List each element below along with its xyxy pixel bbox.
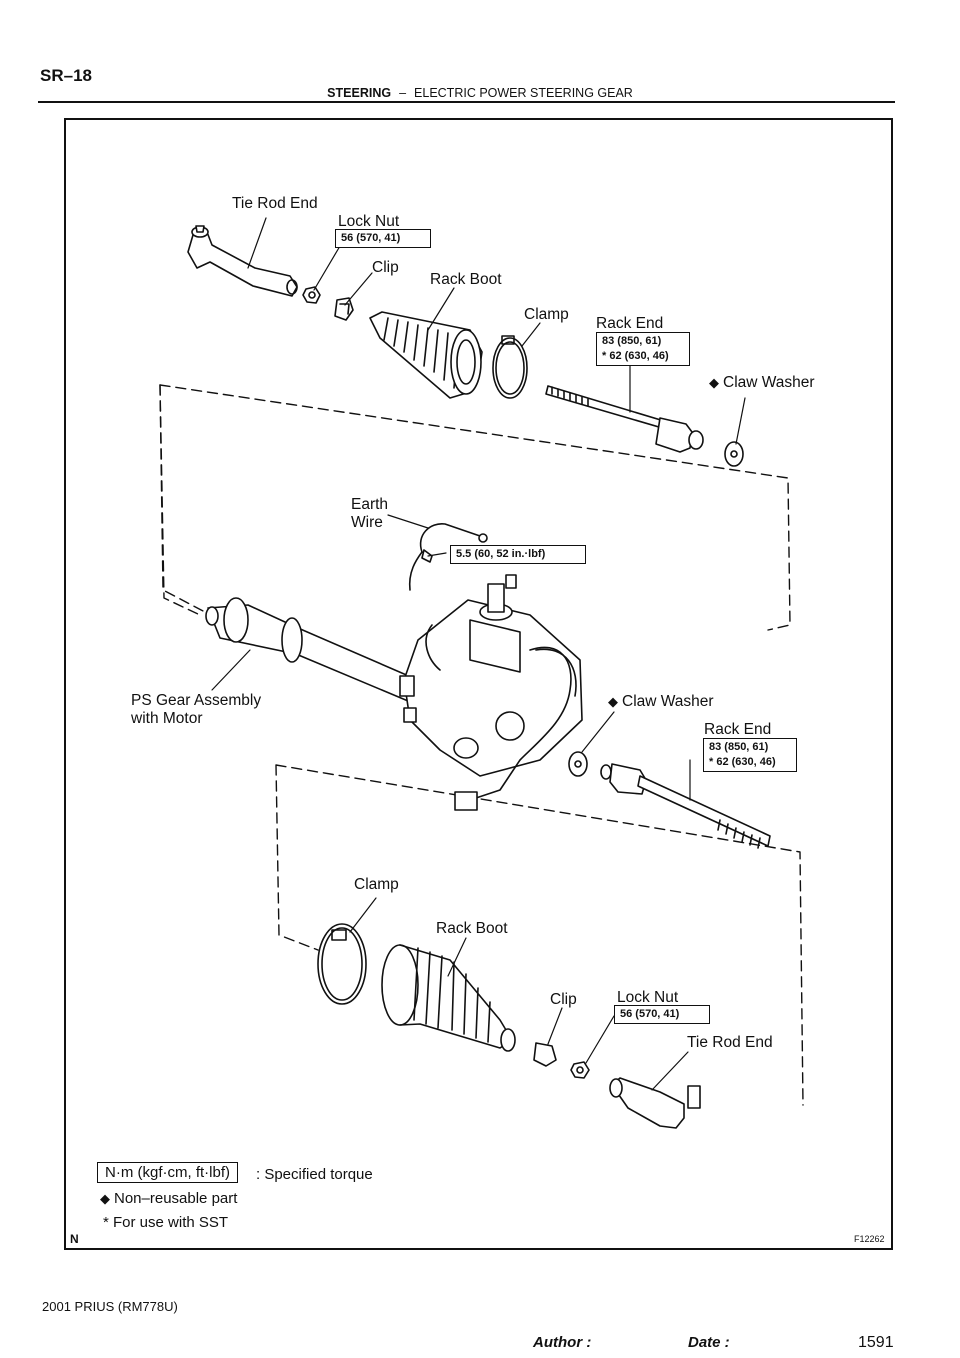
figure-code: F12262 bbox=[854, 1234, 885, 1244]
rack-end-mid-part bbox=[600, 763, 771, 849]
clip-top-part bbox=[334, 297, 354, 321]
rack-boot-bottom-part bbox=[381, 944, 516, 1052]
date-label: Date : bbox=[688, 1334, 730, 1351]
title-dash: – bbox=[399, 86, 407, 100]
earth-wire-part bbox=[408, 523, 488, 591]
upper-dashed-outline bbox=[159, 384, 201, 616]
label-ps-gear-line2: with Motor bbox=[131, 710, 203, 727]
legend-torque-unit-box: N·m (kgf·cm, ft·lbf) bbox=[97, 1162, 238, 1183]
corner-mark: N bbox=[70, 1232, 79, 1246]
black-diamond-icon: ◆ bbox=[709, 375, 719, 390]
upper-dashed-outline-2 bbox=[159, 384, 791, 631]
torque-rack-end-mid-line2: * 62 (630, 46) bbox=[709, 756, 776, 768]
rack-boot-top-part bbox=[369, 311, 483, 399]
torque-rack-end-mid-line1: 83 (850, 61) bbox=[709, 741, 769, 753]
claw-washer-mid-part bbox=[568, 751, 588, 777]
torque-rack-end-top: 83 (850, 61) * 62 (630, 46) bbox=[596, 332, 690, 366]
label-claw-washer-top: ◆ Claw Washer bbox=[709, 374, 815, 392]
label-ps-gear-line1: PS Gear Assembly bbox=[131, 692, 262, 709]
label-lock-nut-top: Lock Nut bbox=[338, 213, 400, 230]
lower-dashed-outline bbox=[275, 764, 804, 1106]
model-line: 2001 PRIUS (RM778U) bbox=[42, 1299, 178, 1314]
torque-earth-wire: 5.5 (60, 52 in.·lbf) bbox=[450, 545, 586, 564]
torque-lock-nut-top: 56 (570, 41) bbox=[335, 229, 431, 248]
label-tie-rod-end-bottom: Tie Rod End bbox=[687, 1034, 773, 1051]
label-earth-wire-line2: Wire bbox=[351, 514, 383, 531]
section-title: STEERING–ELECTRIC POWER STEERING GEAR bbox=[0, 86, 960, 100]
label-claw-washer-mid-text: Claw Washer bbox=[622, 693, 714, 710]
clamp-bottom-part bbox=[317, 923, 367, 1005]
legend-non-reusable: ◆ Non–reusable part bbox=[100, 1190, 237, 1207]
leader-lines bbox=[211, 217, 746, 1091]
label-claw-washer-mid: ◆ Claw Washer bbox=[608, 693, 714, 711]
header-rule bbox=[38, 101, 895, 103]
page-number: SR–18 bbox=[40, 66, 92, 85]
label-lock-nut-bottom: Lock Nut bbox=[617, 989, 679, 1006]
label-clip-top: Clip bbox=[372, 259, 399, 276]
torque-lock-nut-bottom: 56 (570, 41) bbox=[614, 1005, 710, 1024]
black-diamond-icon: ◆ bbox=[608, 694, 618, 709]
ps-gear-assembly-part bbox=[205, 574, 583, 811]
label-earth-wire-line1: Earth bbox=[351, 496, 389, 513]
torque-rack-end-top-line2: * 62 (630, 46) bbox=[602, 350, 669, 362]
figure-frame bbox=[64, 118, 893, 1250]
lock-nut-bottom-part bbox=[570, 1061, 590, 1079]
label-claw-washer-top-text: Claw Washer bbox=[723, 374, 815, 391]
legend-sst: * For use with SST bbox=[103, 1214, 229, 1231]
author-label: Author : bbox=[533, 1334, 592, 1351]
document-page-number: 1591 bbox=[858, 1334, 894, 1351]
label-rack-boot-bottom: Rack Boot bbox=[436, 920, 508, 937]
subsection-name: ELECTRIC POWER STEERING GEAR bbox=[414, 86, 633, 100]
section-name: STEERING bbox=[327, 86, 392, 100]
label-clip-bottom: Clip bbox=[550, 991, 577, 1008]
label-rack-end-top: Rack End bbox=[596, 315, 664, 332]
black-diamond-icon: ◆ bbox=[100, 1191, 110, 1206]
clamp-top-part bbox=[492, 335, 528, 399]
label-rack-end-mid: Rack End bbox=[704, 721, 772, 738]
label-clamp-bottom: Clamp bbox=[354, 876, 399, 893]
tie-rod-end-top-part bbox=[187, 225, 298, 297]
label-clamp-top: Clamp bbox=[524, 306, 569, 323]
label-rack-boot-top: Rack Boot bbox=[430, 271, 502, 288]
legend-torque-description: : Specified torque bbox=[256, 1166, 373, 1183]
label-tie-rod-end-top: Tie Rod End bbox=[232, 195, 318, 212]
lock-nut-top-part bbox=[302, 286, 321, 304]
torque-rack-end-top-line1: 83 (850, 61) bbox=[602, 335, 662, 347]
legend-non-reusable-text: Non–reusable part bbox=[114, 1190, 238, 1207]
torque-rack-end-mid: 83 (850, 61) * 62 (630, 46) bbox=[703, 738, 797, 772]
rack-end-top-part bbox=[545, 385, 704, 453]
claw-washer-top-part bbox=[724, 441, 744, 467]
clip-bottom-part bbox=[533, 1042, 557, 1067]
tie-rod-end-bottom-part bbox=[609, 1077, 701, 1129]
